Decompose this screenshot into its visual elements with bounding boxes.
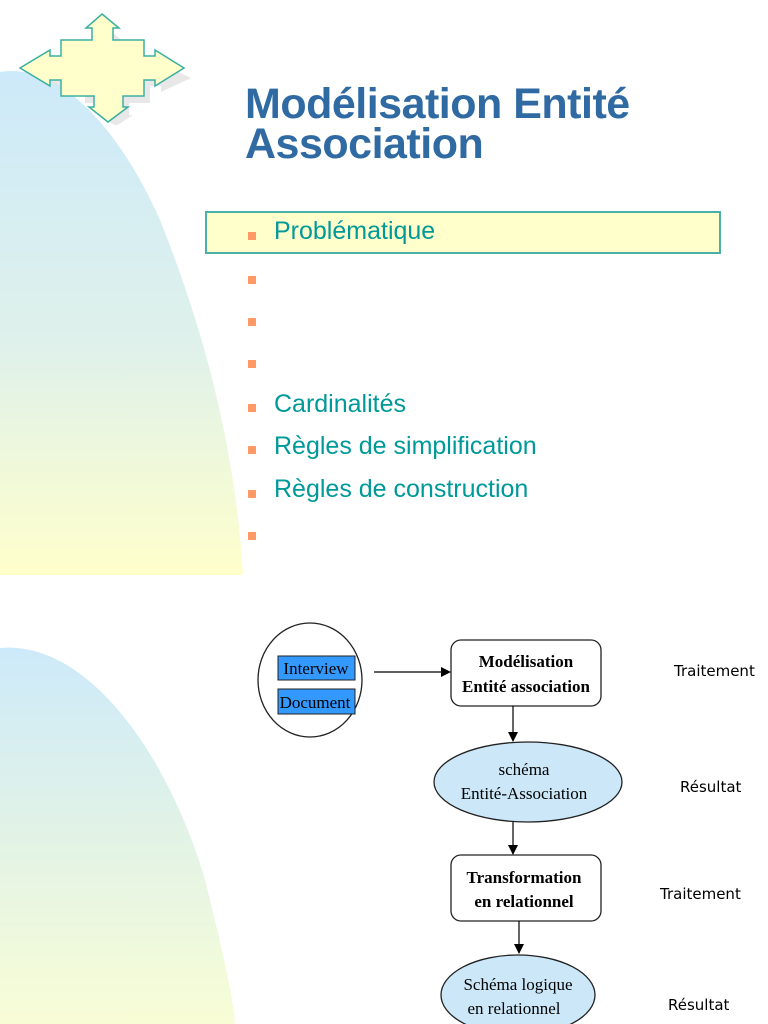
- step-schema-ea-line2: Entité-Association: [461, 784, 588, 803]
- bullet-marker: [248, 276, 256, 284]
- step-transformation-line1: Transformation: [467, 868, 582, 887]
- role-label-resultat-2: Résultat: [668, 996, 730, 1014]
- top-slide-swoosh: [0, 71, 243, 575]
- source-document-label: Document: [280, 693, 351, 712]
- bullet-marker: [248, 404, 256, 412]
- four-way-arrow-icon[interactable]: [16, 10, 191, 125]
- slide-title: Modélisation Entité Association: [245, 80, 630, 168]
- step-schema-logique-line1: Schéma logique: [463, 975, 572, 994]
- bullet-problematique[interactable]: Problématique: [274, 217, 436, 245]
- bottom-slide-swoosh: [0, 647, 235, 1024]
- step-schema-ea-ellipse: [433, 741, 623, 823]
- source-document-box: [277, 688, 356, 715]
- bullet-marker: [248, 232, 256, 240]
- slide-title-line1: Modélisation Entité: [245, 80, 630, 128]
- bullet-marker: [248, 490, 256, 498]
- bullet-regles-construction[interactable]: Règles de construction: [274, 475, 529, 503]
- highlighted-bullet-box: [205, 211, 721, 254]
- step-modelisation-line2: Entité association: [462, 677, 591, 696]
- step-schema-logique-ellipse: [440, 954, 596, 1024]
- step-transformation-box: [450, 854, 602, 922]
- role-label-resultat-1: Résultat: [680, 778, 742, 796]
- source-interview-label: Interview: [283, 659, 349, 678]
- role-label-traitement-1: Traitement: [674, 662, 755, 680]
- role-label-traitement-2: Traitement: [660, 885, 741, 903]
- step-modelisation-box: [450, 639, 602, 707]
- bullet-marker: [248, 446, 256, 454]
- bullet-marker: [248, 318, 256, 326]
- process-diagram: Interview Document Modélisation Entité a…: [257, 622, 623, 1024]
- step-modelisation-line1: Modélisation: [479, 652, 574, 671]
- bullet-cardinalites[interactable]: Cardinalités: [274, 390, 407, 418]
- bullet-marker: [248, 532, 256, 540]
- step-schema-ea-line1: schéma: [499, 760, 550, 779]
- step-schema-logique-line2: en relationnel: [468, 999, 561, 1018]
- source-interview-box: [277, 655, 356, 681]
- slide-title-line2: Association: [245, 120, 484, 168]
- bullet-regles-simplification[interactable]: Règles de simplification: [274, 432, 537, 460]
- step-transformation-line2: en relationnel: [474, 892, 574, 911]
- bullet-marker: [248, 360, 256, 368]
